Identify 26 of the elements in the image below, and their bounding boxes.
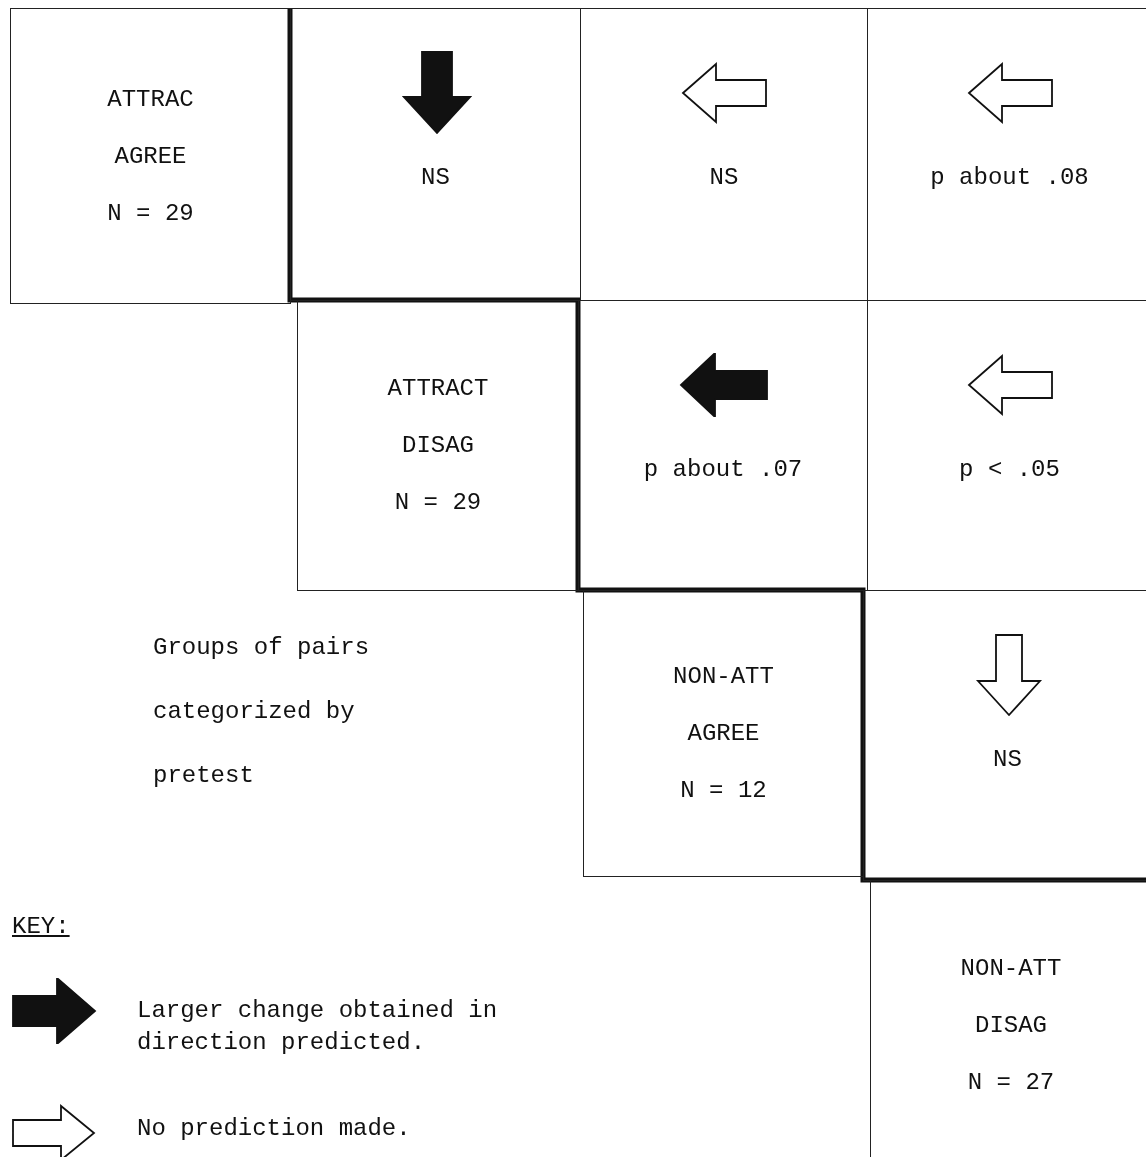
significance-text: p about .08 [929,164,1090,191]
caption-text: Groups of pairs categorized by pretest [153,633,371,791]
key-heading: KEY: [12,912,71,942]
group-cell [583,590,864,877]
group-label: N = 27 [967,1068,1055,1096]
group-label: NON-ATT [673,663,774,690]
significance-text: NS [708,164,740,191]
group-cell [10,8,291,304]
group-label: N = 29 [394,489,482,516]
legend-text: No prediction made. [137,1114,412,1144]
significance-text: p < .05 [958,456,1061,483]
significance-text: NS [992,746,1023,773]
group-label: N = 29 [107,199,194,227]
significance-text: p about .07 [642,456,804,483]
group-label: AGREE [114,142,187,170]
group-label: ATTRACT [387,375,489,402]
significance-text: NS [420,164,451,191]
group-label: DISAG [402,432,474,459]
group-label: AGREE [687,720,760,747]
result-cell [290,8,581,301]
group-label: N = 12 [680,777,767,804]
group-cell [297,300,579,591]
group-label: NON-ATT [960,954,1062,982]
legend-text: Larger change obtained in direction predicted. [137,996,499,1058]
group-label: ATTRAC [107,85,194,113]
group-label: DISAG [975,1011,1047,1039]
